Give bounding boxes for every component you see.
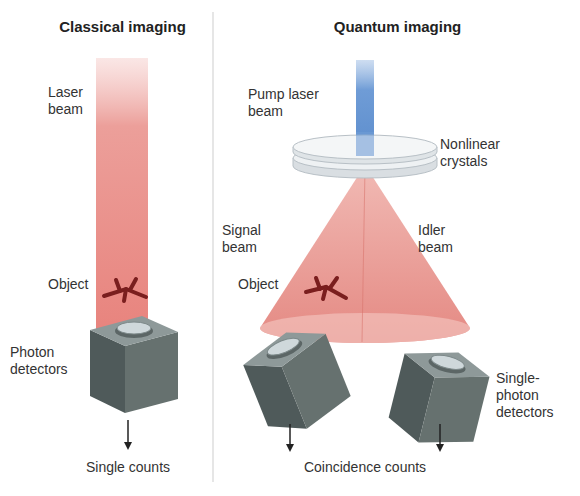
detector-label: Photon detectors [10,344,86,378]
photon-detector [90,316,178,413]
pump-beam [356,60,374,160]
beam-label: Idler beam [418,222,474,256]
beam-label: Laser beam [48,84,94,118]
object [104,279,146,301]
single-photon-detector [238,319,356,442]
nonlinear-crystals [293,132,437,178]
object-label: Object [238,276,298,293]
output-arrow [124,420,132,450]
count-label: Single counts [58,459,198,476]
object [306,278,346,299]
divider [212,12,213,482]
object-label: Object [48,276,104,293]
output-arrow [286,424,444,452]
beam-label: Signal beam [222,222,280,256]
panel-heading: Classical imaging [20,18,225,35]
single-photon-detector [385,340,494,455]
crystal-label: Nonlinear crystals [440,136,530,170]
beam-label: Pump laser beam [248,86,344,120]
detector-label: Single-photon detectors [496,370,576,421]
panel-heading: Quantum imaging [260,18,535,35]
laser-beam [96,58,148,330]
count-label: Coincidence counts [280,459,450,476]
